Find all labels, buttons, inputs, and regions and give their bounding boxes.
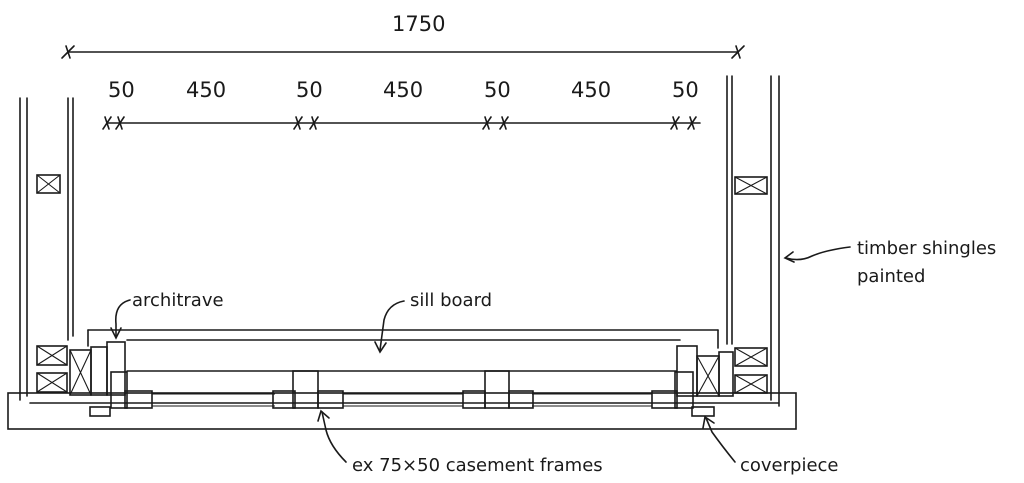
left-stud-lower-1 [36, 345, 68, 366]
right-coverpiece [691, 406, 715, 417]
left-stud-lower-2 [36, 372, 68, 393]
casement-frames-leader [321, 411, 347, 463]
dim-label-mullion-4: 50 [672, 78, 699, 102]
base-outline [7, 392, 797, 430]
timber-shingles-leader [785, 246, 851, 261]
dim-label-pane-3: 450 [571, 78, 611, 102]
segment-dimensions: 50 450 50 450 50 450 50 [102, 78, 701, 130]
architrave-callout: architrave [110, 290, 224, 340]
sill-board-label: sill board [410, 290, 492, 311]
segment-dimension-ticks [102, 116, 697, 130]
overall-dimension: 1750 [61, 12, 745, 59]
left-casement-frame [110, 371, 128, 409]
dim-label-pane-1: 450 [186, 78, 226, 102]
sill-board-callout: sill board [374, 290, 492, 354]
architrave-leader [114, 299, 131, 337]
timber-shingles-callout: timber shingles painted [783, 238, 996, 287]
right-stud-upper [734, 176, 768, 195]
dim-label-pane-2: 450 [383, 78, 423, 102]
overall-dimension-tick-left [61, 45, 75, 59]
coverpiece-callout: coverpiece [702, 415, 839, 476]
right-stud-lower-1 [734, 347, 768, 367]
left-coverpiece [89, 406, 111, 417]
dim-label-mullion-3: 50 [484, 78, 511, 102]
left-stud-upper [36, 174, 61, 194]
left-lining [90, 346, 108, 396]
right-casement-frame [674, 371, 694, 409]
overall-dimension-label: 1750 [392, 12, 445, 36]
sill-board-leader [379, 300, 405, 351]
left-casement-sash [124, 390, 153, 409]
architrave-label: architrave [132, 290, 224, 311]
right-casement-sash [651, 390, 678, 409]
right-architrave [676, 345, 698, 397]
casement-frames-label: ex 75×50 casement frames [352, 455, 603, 476]
right-wall [651, 75, 780, 417]
coverpiece-leader [705, 417, 736, 463]
coverpiece-label: coverpiece [740, 455, 839, 476]
right-lining [718, 351, 734, 397]
left-wall [19, 97, 153, 417]
timber-shingles-label-line1: timber shingles [857, 238, 996, 259]
dim-label-mullion-1: 50 [108, 78, 135, 102]
mullion-1 [272, 370, 344, 409]
dim-label-mullion-2: 50 [296, 78, 323, 102]
sill-board [87, 329, 719, 349]
mullion-2 [462, 370, 534, 409]
left-architrave [106, 341, 126, 396]
timber-shingles-label-line2: painted [857, 266, 925, 287]
casement-frames-callout: ex 75×50 casement frames [317, 409, 603, 476]
overall-dimension-tick-right [731, 45, 745, 59]
window-base [7, 370, 797, 430]
